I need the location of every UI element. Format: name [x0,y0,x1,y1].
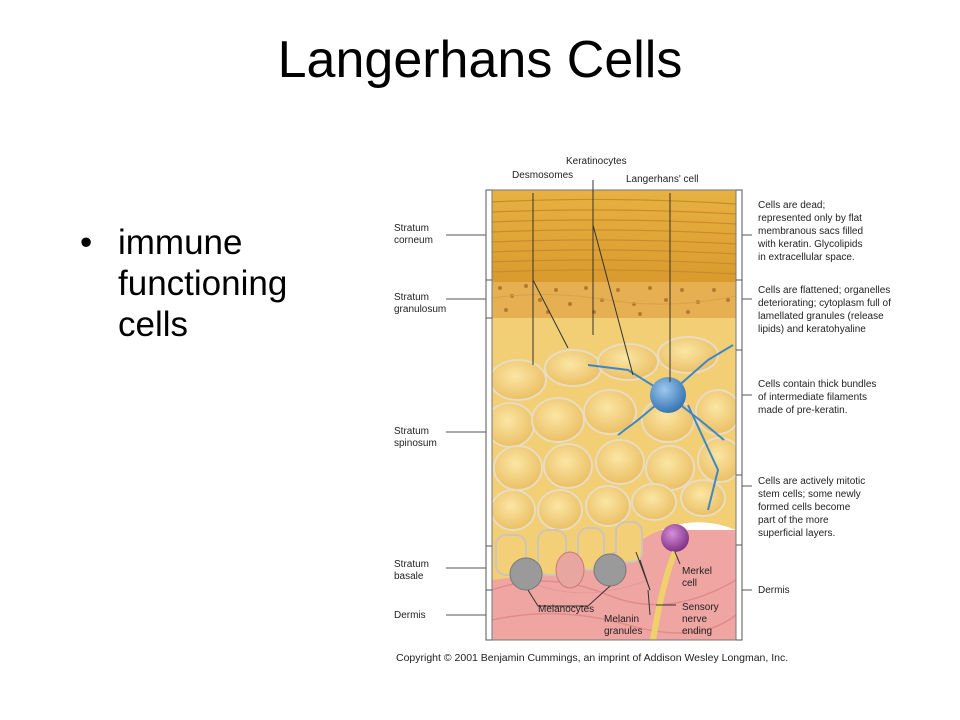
label-melanin-2: granules [604,626,642,637]
desc-line: Cells are actively mitotic [758,476,865,487]
desc-line: formed cells become [758,502,851,513]
layer-label-basale-2: basale [394,571,424,582]
layer-label-spinosum-1: Stratum [394,426,429,437]
layer-label-basale-1: Stratum [394,559,429,570]
layer-label-granulosum-2: granulosum [394,304,446,315]
desc-line: part of the more [758,515,829,526]
desc-line: deteriorating; cytoplasm full of [758,298,891,309]
desc-line: made of pre-keratin. [758,405,848,416]
label-sensory-2: nerve [682,614,707,625]
label-melanocytes: Melanocytes [538,604,594,615]
merkel-cell [661,524,689,552]
description-basale: Cells are actively mitotic stem cells; s… [758,476,865,539]
desc-line: with keratin. Glycolipids [757,239,862,250]
desc-line: Dermis [758,585,790,596]
basal-cells [495,521,643,576]
slide-title: Langerhans Cells [277,31,683,89]
corneum-region [492,190,736,282]
corneum-layers [492,198,736,275]
keratinocyte-cells [492,336,736,531]
tissue-border [491,189,737,641]
copyright-text: Copyright © 2001 Benjamin Cummings, an i… [396,652,788,664]
description-dermis: Dermis [758,585,790,596]
layer-label-dermis: Dermis [394,610,426,621]
layer-label-corneum-2: corneum [394,235,433,246]
tissue-block [492,190,736,640]
granules [498,284,730,316]
melanin-cell [555,551,585,589]
label-desmosomes: Desmosomes [512,170,573,181]
label-melanin-1: Melanin [604,614,639,625]
label-sensory-1: Sensory [682,602,719,613]
description-granulosum: Cells are flattened; organelles deterior… [758,285,891,335]
granulosum-region [492,280,736,318]
melanocyte-1 [509,557,543,591]
desc-line: membranous sacs filled [758,226,863,237]
epidermis-diagram: Desmosomes Keratinocytes Langerhans' cel… [394,156,891,664]
bullet-dot: • [80,223,93,262]
layer-label-granulosum-1: Stratum [394,292,429,303]
layer-label-spinosum-2: spinosum [394,438,437,449]
bottom-leaders [527,551,681,616]
label-sensory-3: ending [682,626,712,637]
top-leaders [532,180,671,382]
sensory-nerve [650,550,678,640]
desc-line: Cells contain thick bundles [758,379,876,390]
label-langerhans-cell: Langerhans' cell [626,174,699,185]
desc-line: lamellated granules (release [758,311,884,322]
right-brackets [736,189,752,641]
label-keratinocytes: Keratinocytes [566,156,627,167]
description-spinosum: Cells contain thick bundles of intermedi… [758,379,876,416]
desc-line: superficial layers. [758,528,835,539]
desc-line: in extracellular space. [758,252,855,263]
desc-line: stem cells; some newly [758,489,861,500]
description-corneum: Cells are dead; represented only by flat… [757,200,863,263]
bullet-text: immune functioning cells [118,223,288,344]
desc-line: Cells are flattened; organelles [758,285,890,296]
desc-line: Cells are dead; [758,200,825,211]
label-merkel-2: cell [682,578,697,589]
langerhans-cell [650,377,686,413]
label-merkel-1: Merkel [682,566,712,577]
bullet-list: • immune functioning cells [80,222,338,345]
melanocyte-2 [593,553,627,587]
bullet-item: • immune functioning cells [80,222,338,345]
desc-line: represented only by flat [758,213,862,224]
layer-label-corneum-1: Stratum [394,223,429,234]
left-brackets [446,189,492,641]
desc-line: of intermediate filaments [758,392,867,403]
desc-line: lipids) and keratohyaline [758,324,866,335]
